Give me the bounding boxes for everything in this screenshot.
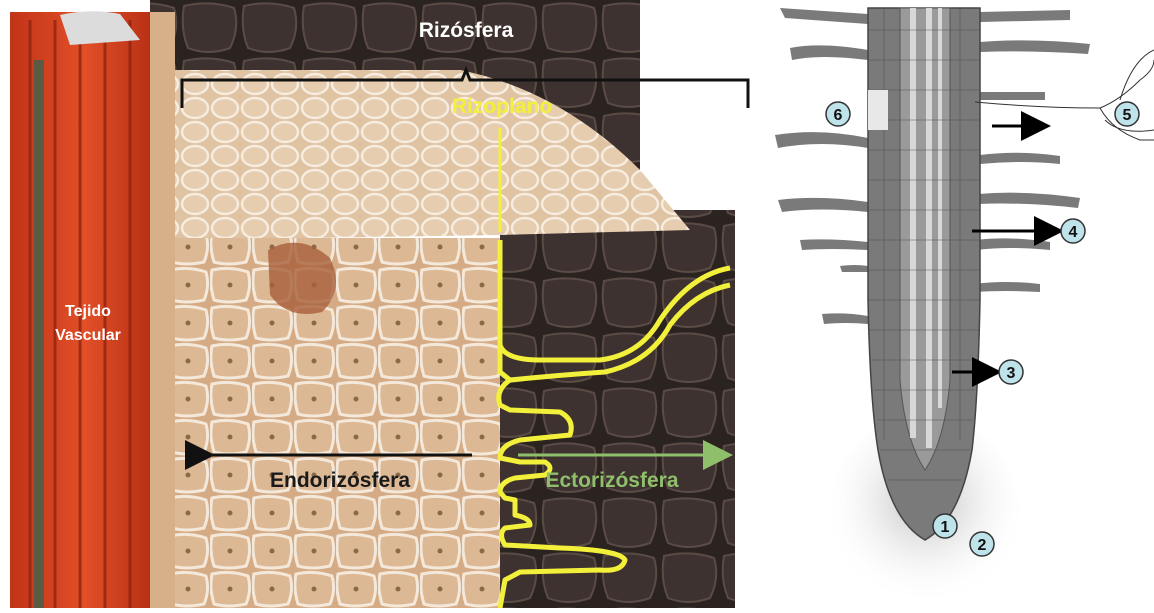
root-section-svg: Rizósfera Rizoplano Tejido Vascular Endo… — [0, 0, 760, 608]
rhizosphere-label: Rizósfera — [419, 19, 514, 42]
svg-text:4: 4 — [1069, 224, 1078, 241]
svg-text:5: 5 — [1123, 107, 1132, 124]
marker-5: 5 — [1115, 102, 1139, 126]
svg-text:1: 1 — [941, 519, 950, 536]
root-hairs-left — [775, 8, 868, 324]
svg-text:2: 2 — [978, 537, 987, 554]
endorhizosphere-label: Endorizósfera — [270, 469, 410, 492]
marker-1: 1 — [933, 514, 957, 538]
marker-2: 2 — [970, 532, 994, 556]
rhizoplane-label: Rizoplano — [452, 95, 552, 118]
root-hairs-right — [974, 10, 1090, 292]
root-section-illustration: Rizósfera Rizoplano Tejido Vascular Endo… — [0, 0, 760, 608]
svg-text:3: 3 — [1007, 365, 1016, 382]
root-longitudinal-diagram: 6 5 4 3 1 2 — [760, 0, 1154, 608]
marker-3: 3 — [999, 360, 1023, 384]
marker-4: 4 — [1061, 219, 1085, 243]
root-diagram-svg: 6 5 4 3 1 2 — [760, 0, 1154, 608]
ectorhizosphere-label: Ectorizósfera — [545, 469, 678, 492]
svg-text:6: 6 — [834, 107, 843, 124]
vascular-label-line2: Vascular — [55, 327, 121, 344]
root-stele — [900, 8, 950, 470]
cortex-front-face — [175, 238, 500, 608]
vascular-label-line1: Tejido — [65, 303, 111, 320]
marker-6: 6 — [826, 102, 850, 126]
